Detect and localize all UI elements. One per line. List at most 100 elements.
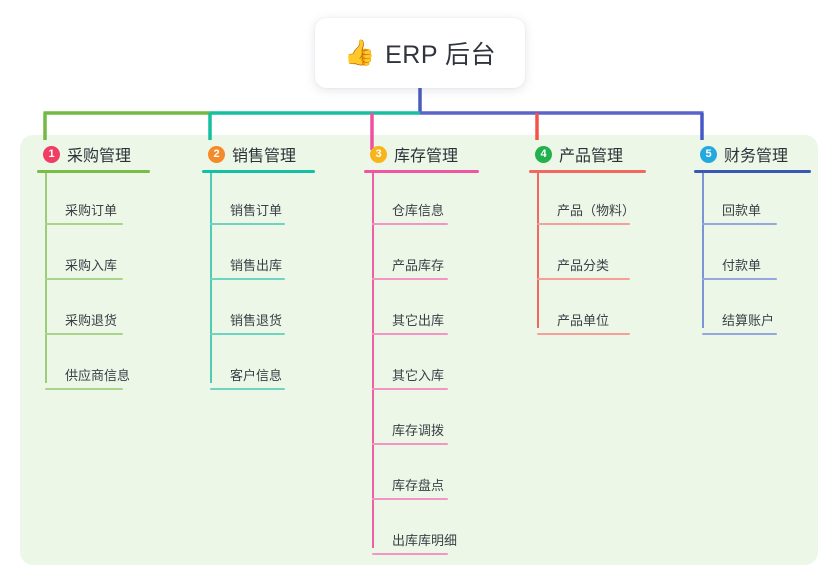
branch-item-underline [210,278,285,280]
branch-item-underline [372,443,448,445]
branch-underline [364,170,479,173]
root-title: ERP 后台 [385,41,497,69]
branch-item[interactable]: 采购订单 [33,173,131,228]
branch-underline [37,170,150,173]
branch-column-2: 2 销售管理销售订单销售出库销售退货客户信息 [198,135,315,393]
branch-item-label: 库存盘点 [392,478,445,493]
branch-item-underline [210,388,285,390]
branch-title: 产品管理 [559,148,624,165]
branch-item-underline [45,388,123,390]
branch-item-label: 其它入库 [392,368,445,383]
branch-item[interactable]: 销售出库 [198,228,296,283]
branch-underline [529,170,646,173]
branch-item[interactable]: 结算账户 [690,283,788,338]
branch-item[interactable]: 仓库信息 [360,173,458,228]
branch-item-underline [702,223,777,225]
branch-item-underline [372,388,448,390]
branch-item-underline [372,498,448,500]
branch-items: 回款单付款单结算账户 [690,173,788,338]
branch-number-badge: 5 [700,145,717,163]
branch-title: 采购管理 [67,148,132,165]
branch-item-underline [372,278,448,280]
branch-item-underline [702,278,777,280]
branch-item-label: 采购订单 [65,203,118,218]
branch-item-label: 产品分类 [557,258,610,273]
branch-title: 库存管理 [394,148,459,165]
branch-item[interactable]: 其它出库 [360,283,458,338]
branch-items: 仓库信息产品库存其它出库其它入库库存调拨库存盘点出库库明细 [360,173,458,558]
branch-item[interactable]: 回款单 [690,173,788,228]
branch-spine [372,173,374,548]
branch-item-underline [537,278,630,280]
branch-item-underline [372,553,448,555]
branch-header-4[interactable]: 4 产品管理 [525,135,646,173]
branch-item[interactable]: 产品分类 [525,228,630,283]
branch-header-3[interactable]: 3 库存管理 [360,135,479,173]
branch-item-label: 销售出库 [230,258,283,273]
root-node[interactable]: 👍 ERP 后台 [315,18,525,88]
branch-item-label: 采购入库 [65,258,118,273]
branch-column-3: 3 库存管理仓库信息产品库存其它出库其它入库库存调拨库存盘点出库库明细 [360,135,479,558]
branch-item-underline [372,333,448,335]
branch-header-1[interactable]: 1 采购管理 [33,135,150,173]
branch-item-label: 其它出库 [392,313,445,328]
branch-item-label: 库存调拨 [392,423,445,438]
branch-item-underline [537,333,630,335]
branch-number-badge: 4 [535,145,552,163]
branch-item-label: 供应商信息 [65,368,131,383]
branch-item[interactable]: 产品（物料） [525,173,635,228]
branch-number-badge: 1 [43,145,60,163]
branch-item[interactable]: 销售退货 [198,283,296,338]
branch-spine [537,173,539,328]
branch-item[interactable]: 采购退货 [33,283,131,338]
branch-item[interactable]: 付款单 [690,228,788,283]
branch-item-label: 产品（物料） [557,203,636,218]
branch-column-5: 5 财务管理回款单付款单结算账户 [690,135,811,338]
branch-items: 采购订单采购入库采购退货供应商信息 [33,173,131,393]
branch-item-label: 销售订单 [230,203,283,218]
branch-title: 财务管理 [724,148,789,165]
branch-item-underline [702,333,777,335]
branch-item[interactable]: 产品单位 [525,283,630,338]
branch-item[interactable]: 采购入库 [33,228,131,283]
branch-items: 销售订单销售出库销售退货客户信息 [198,173,296,393]
branch-item[interactable]: 库存调拨 [360,393,458,448]
branch-item-underline [537,223,630,225]
branch-item[interactable]: 销售订单 [198,173,296,228]
branch-item-underline [45,278,123,280]
branch-item-label: 客户信息 [230,368,283,383]
branch-header-2[interactable]: 2 销售管理 [198,135,315,173]
branch-item-label: 仓库信息 [392,203,445,218]
branch-item-label: 产品单位 [557,313,610,328]
branch-item[interactable]: 产品库存 [360,228,458,283]
branch-item[interactable]: 供应商信息 [33,338,131,393]
branch-item[interactable]: 库存盘点 [360,448,458,503]
branch-number-badge: 3 [370,145,387,163]
branch-item[interactable]: 客户信息 [198,338,296,393]
branch-item-label: 出库库明细 [392,533,458,548]
thumbs-up-icon: 👍 [343,38,376,67]
branch-column-1: 1 采购管理采购订单采购入库采购退货供应商信息 [33,135,150,393]
branch-item-underline [45,223,123,225]
branch-title: 销售管理 [232,148,297,165]
branch-item[interactable]: 出库库明细 [360,503,458,558]
branch-column-4: 4 产品管理产品（物料） 产品分类产品单位 [525,135,646,338]
branch-item[interactable]: 其它入库 [360,338,458,393]
branch-item-label: 采购退货 [65,313,118,328]
branch-item-label: 付款单 [722,258,762,273]
branch-underline [694,170,811,173]
branch-number-badge: 2 [208,145,225,163]
branches-panel [20,135,818,565]
branch-item-underline [45,333,123,335]
branch-header-5[interactable]: 5 财务管理 [690,135,811,173]
branch-item-underline [210,223,285,225]
branch-item-label: 回款单 [722,203,762,218]
branch-underline [202,170,315,173]
branch-items: 产品（物料） 产品分类产品单位 [525,173,635,338]
branch-item-label: 销售退货 [230,313,283,328]
branch-spine [702,173,704,328]
branch-item-label: 产品库存 [392,258,445,273]
branch-item-label: 结算账户 [722,313,775,328]
